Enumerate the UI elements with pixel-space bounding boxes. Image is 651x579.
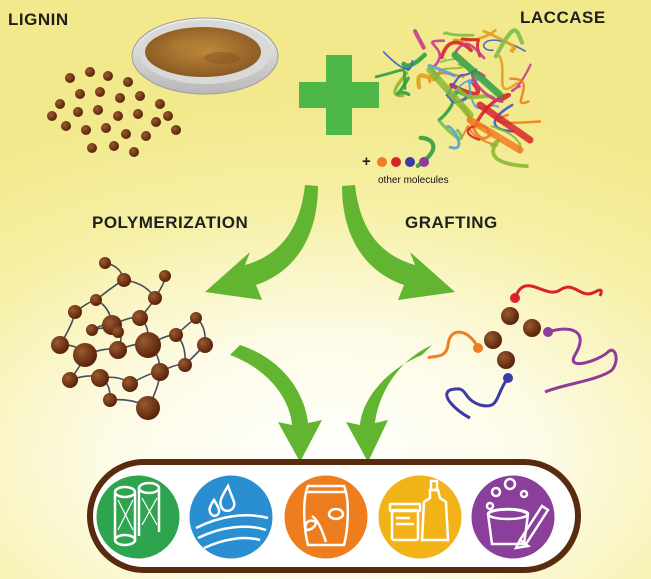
protein-strand	[466, 116, 524, 154]
paint-bucket-icon	[468, 472, 558, 562]
protein-ribbon	[509, 77, 530, 105]
polymer-node	[132, 310, 148, 326]
other-molecules-dots	[377, 157, 429, 167]
lignin-particle	[135, 91, 145, 101]
lignin-particle	[101, 123, 111, 133]
protein-ribbon	[439, 57, 458, 63]
polymer-node	[178, 358, 192, 372]
lignin-particle	[73, 107, 83, 117]
protein-ribbon	[493, 28, 525, 59]
lignin-particle	[103, 71, 113, 81]
protein-ribbon	[443, 31, 475, 37]
lignin-particle	[109, 141, 119, 151]
grafted-lignin-chains	[427, 284, 618, 420]
polymer-node	[135, 332, 161, 358]
protein-ribbon	[493, 103, 515, 133]
polymer-node	[151, 363, 169, 381]
polymer-node	[122, 376, 138, 392]
polymer-node	[51, 336, 69, 354]
adhesive-bottles-icon	[375, 472, 465, 562]
protein-ribbon	[490, 138, 529, 169]
protein-ribbon	[374, 68, 407, 90]
fiber-bundle-icon	[93, 472, 183, 562]
lignin-particle	[87, 143, 97, 153]
polymer-node	[136, 396, 160, 420]
polymerized-lignin-network	[51, 257, 213, 420]
other-molecules-label: other molecules	[378, 175, 449, 186]
polymer-node	[117, 273, 131, 287]
left-converging-arrow	[230, 345, 322, 462]
laccase-protein-structure	[374, 28, 542, 169]
lignin-particle	[155, 99, 165, 109]
lignin-particle	[115, 93, 125, 103]
protein-ribbon	[382, 51, 414, 70]
lignin-particle	[65, 73, 75, 83]
small-plus-label: +	[362, 153, 372, 170]
protein-strand	[426, 66, 474, 119]
polymer-node	[91, 369, 109, 387]
lignin-particle	[47, 111, 57, 121]
lignin-particle	[55, 99, 65, 109]
laccase-label: LACCASE	[520, 8, 606, 27]
polymer-node	[73, 343, 97, 367]
polymer-node	[190, 312, 202, 324]
polymer-node	[159, 270, 171, 282]
polymer-node	[99, 257, 111, 269]
lignin-powder-dish	[131, 17, 279, 95]
fertilizer-bag-icon	[281, 472, 371, 562]
protein-strand	[451, 51, 504, 99]
polymer-node	[109, 341, 127, 359]
polymer-node	[62, 372, 78, 388]
lignin-particle	[151, 117, 161, 127]
protein-ribbon	[449, 79, 481, 96]
lignin-particle	[129, 147, 139, 157]
lignin-particle	[141, 131, 151, 141]
lignin-particle	[93, 105, 103, 115]
lignin-particle	[113, 111, 123, 121]
lignin-particle	[133, 109, 143, 119]
polymer-node	[197, 337, 213, 353]
protein-ribbon	[498, 54, 519, 91]
grafting-label: GRAFTING	[405, 213, 498, 232]
plus-icon	[299, 55, 379, 135]
lignin-particle	[85, 67, 95, 77]
lignin-particles	[47, 67, 181, 157]
lignin-particle	[121, 129, 131, 139]
polymer-node	[103, 393, 117, 407]
protein-ribbon	[430, 39, 445, 67]
protein-ribbon	[412, 29, 426, 50]
polymer-node	[90, 294, 102, 306]
lignin-particle	[75, 89, 85, 99]
polymer-node	[148, 291, 162, 305]
protein-ribbon	[482, 29, 517, 53]
polymer-node	[169, 328, 183, 342]
lignin-particle	[163, 111, 173, 121]
lignin-particle	[171, 125, 181, 135]
polymerization-arrow	[205, 185, 318, 300]
lignin-particle	[81, 125, 91, 135]
protein-ribbon	[446, 125, 461, 150]
polymer-node	[112, 326, 124, 338]
polymer-node	[68, 305, 82, 319]
right-converging-arrow	[346, 345, 432, 462]
grafting-arrow	[342, 185, 455, 300]
polymerization-label: POLYMERIZATION	[92, 213, 249, 232]
lignin-label: LIGNIN	[8, 10, 69, 29]
protein-ribbon	[510, 63, 532, 93]
lignin-particle	[123, 77, 133, 87]
polymer-node	[86, 324, 98, 336]
water-drop-icon	[186, 472, 276, 562]
protein-strand	[476, 101, 534, 144]
protein-ribbon	[438, 120, 463, 141]
protein-ribbon	[401, 52, 427, 72]
lignin-particle	[95, 87, 105, 97]
protein-ribbon	[454, 42, 486, 60]
lignin-particle	[61, 121, 71, 131]
